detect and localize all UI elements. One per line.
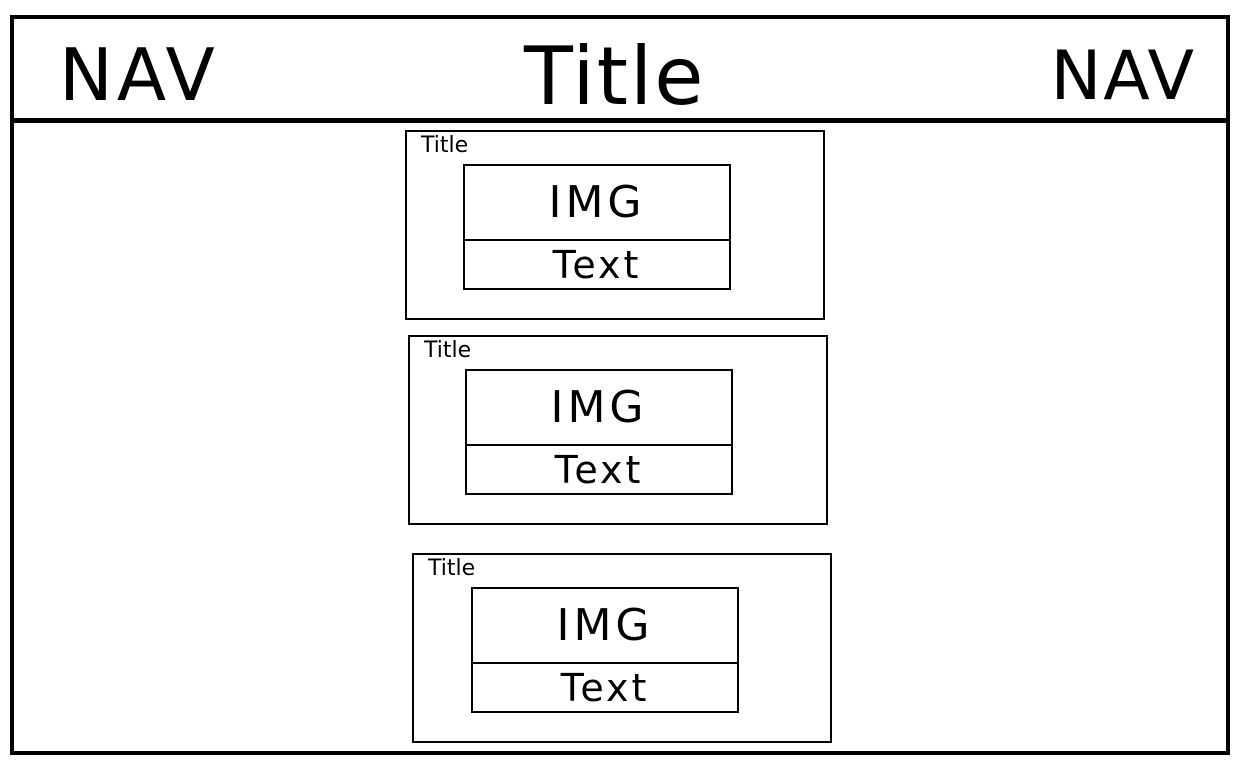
page-title: Title [524, 30, 706, 123]
card-text: Text [552, 242, 642, 287]
card-title: Title [421, 133, 469, 158]
card-title: Title [424, 338, 472, 363]
card-media: IMG Text [463, 164, 731, 290]
image-placeholder: IMG [467, 371, 731, 446]
card: Title IMG Text [408, 335, 828, 525]
card-text: Text [554, 447, 644, 492]
nav-right[interactable]: NAV [1050, 37, 1196, 116]
card: Title IMG Text [405, 130, 825, 320]
card-title: Title [428, 556, 476, 581]
card-text: Text [560, 665, 650, 710]
card: Title IMG Text [412, 553, 832, 743]
card-media: IMG Text [465, 369, 733, 495]
card-media: IMG Text [471, 587, 739, 713]
header-bar: NAV Title NAV [14, 19, 1226, 123]
image-placeholder: IMG [465, 166, 729, 241]
nav-left[interactable]: NAV [59, 33, 219, 117]
image-placeholder: IMG [473, 589, 737, 664]
page-frame: NAV Title NAV [10, 15, 1230, 755]
